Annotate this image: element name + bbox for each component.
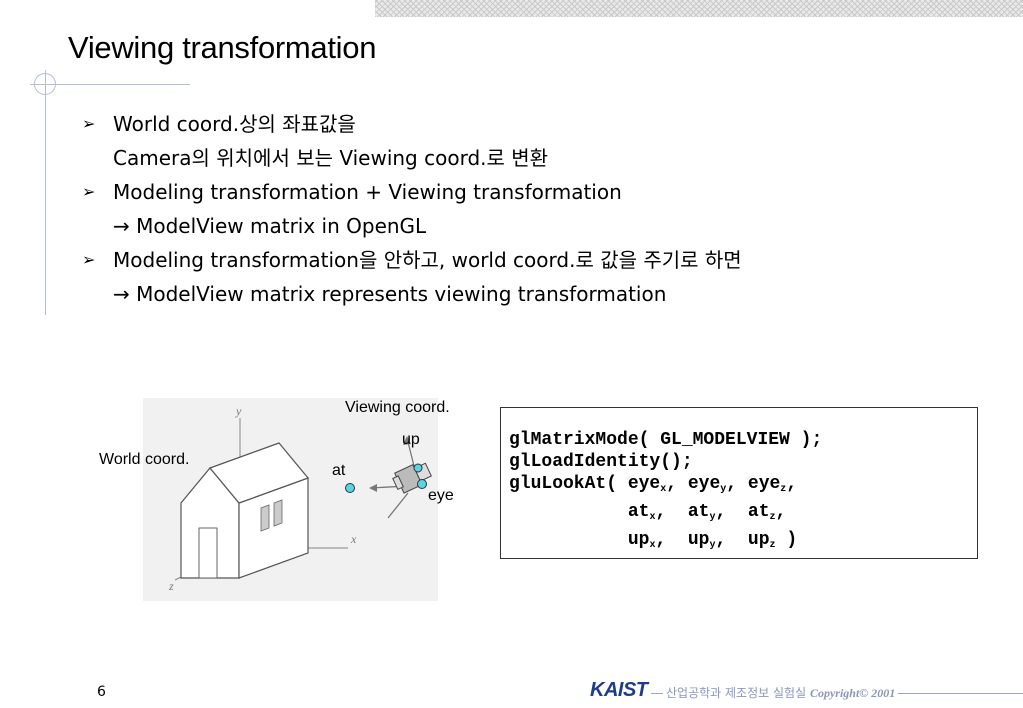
house-door — [198, 527, 218, 579]
house-figure: y x z — [168, 404, 432, 593]
arrow-head — [403, 436, 411, 445]
up-label: up — [402, 431, 420, 448]
code-line: gluLookAt( eyex, eyey, eyez, — [509, 474, 798, 495]
axis-x-label: x — [350, 532, 357, 546]
house-roof — [208, 442, 310, 504]
code-block: glMatrixMode( GL_MODELVIEW ); glLoadIden… — [509, 429, 822, 557]
bullet-line: Modeling transformation을 안하고, world coor… — [113, 248, 742, 272]
at-label: at — [332, 462, 346, 479]
decor-circle — [34, 73, 56, 95]
at-marker — [345, 483, 355, 493]
bullet-arrow-icon: ➢ — [82, 114, 96, 133]
footer-copyright: Copyright© 2001 — [809, 686, 896, 700]
bullet-arrow-icon: ➢ — [82, 182, 96, 201]
camera-icon — [392, 462, 432, 494]
code-line: upx, upy, upz ) — [627, 530, 798, 551]
bullet-arrow-icon: ➢ — [82, 250, 96, 269]
bullet-list: ➢ World coord.상의 좌표값을 Camera의 위치에서 보는 Vi… — [82, 107, 742, 311]
up-marker — [413, 463, 423, 473]
slide-title: Viewing transformation — [68, 30, 377, 65]
bullet-item: ➢ World coord.상의 좌표값을 Camera의 위치에서 보는 Vi… — [82, 107, 742, 175]
code-line: glLoadIdentity(); — [509, 452, 693, 472]
bullet-item: ➢ Modeling transformation + Viewing tran… — [82, 175, 742, 243]
bullet-line: World coord.상의 좌표값을 — [113, 112, 356, 136]
bullet-line: Modeling transformation + Viewing transf… — [113, 180, 622, 204]
eye-label: eye — [428, 487, 454, 504]
camera-side-axis — [387, 492, 409, 519]
code-line: atx, aty, atz, — [627, 502, 787, 523]
decor-horizontal-line — [30, 84, 190, 85]
bullet-line: → ModelView matrix represents viewing tr… — [113, 282, 667, 306]
axis-y-label: y — [235, 404, 242, 418]
world-coord-label: World coord. — [99, 451, 190, 468]
arrow-head — [369, 484, 377, 492]
eye-marker — [417, 479, 427, 489]
bullet-line: Camera의 위치에서 보는 Viewing coord.로 변환 — [113, 146, 549, 170]
house-window — [273, 499, 283, 527]
decor-vertical-line — [45, 70, 46, 315]
bullet-item: ➢ Modeling transformation을 안하고, world co… — [82, 243, 742, 311]
house-window — [260, 504, 270, 532]
bullet-line: → ModelView matrix in OpenGL — [113, 214, 427, 238]
code-box: glMatrixMode( GL_MODELVIEW ); glLoadIden… — [500, 407, 978, 559]
footer-credit: 산업공학과 제조정보 실험실 Copyright© 2001 — [663, 684, 899, 701]
viewing-coord-label: Viewing coord. — [345, 399, 450, 416]
header-pattern — [375, 0, 1023, 17]
kaist-logo: KAIST — [590, 679, 651, 702]
code-line: glMatrixMode( GL_MODELVIEW ); — [509, 430, 823, 450]
axis-z-label: z — [168, 579, 174, 593]
page-number: 6 — [97, 684, 106, 700]
footer-lab-name: 산업공학과 제조정보 실험실 — [666, 686, 807, 700]
